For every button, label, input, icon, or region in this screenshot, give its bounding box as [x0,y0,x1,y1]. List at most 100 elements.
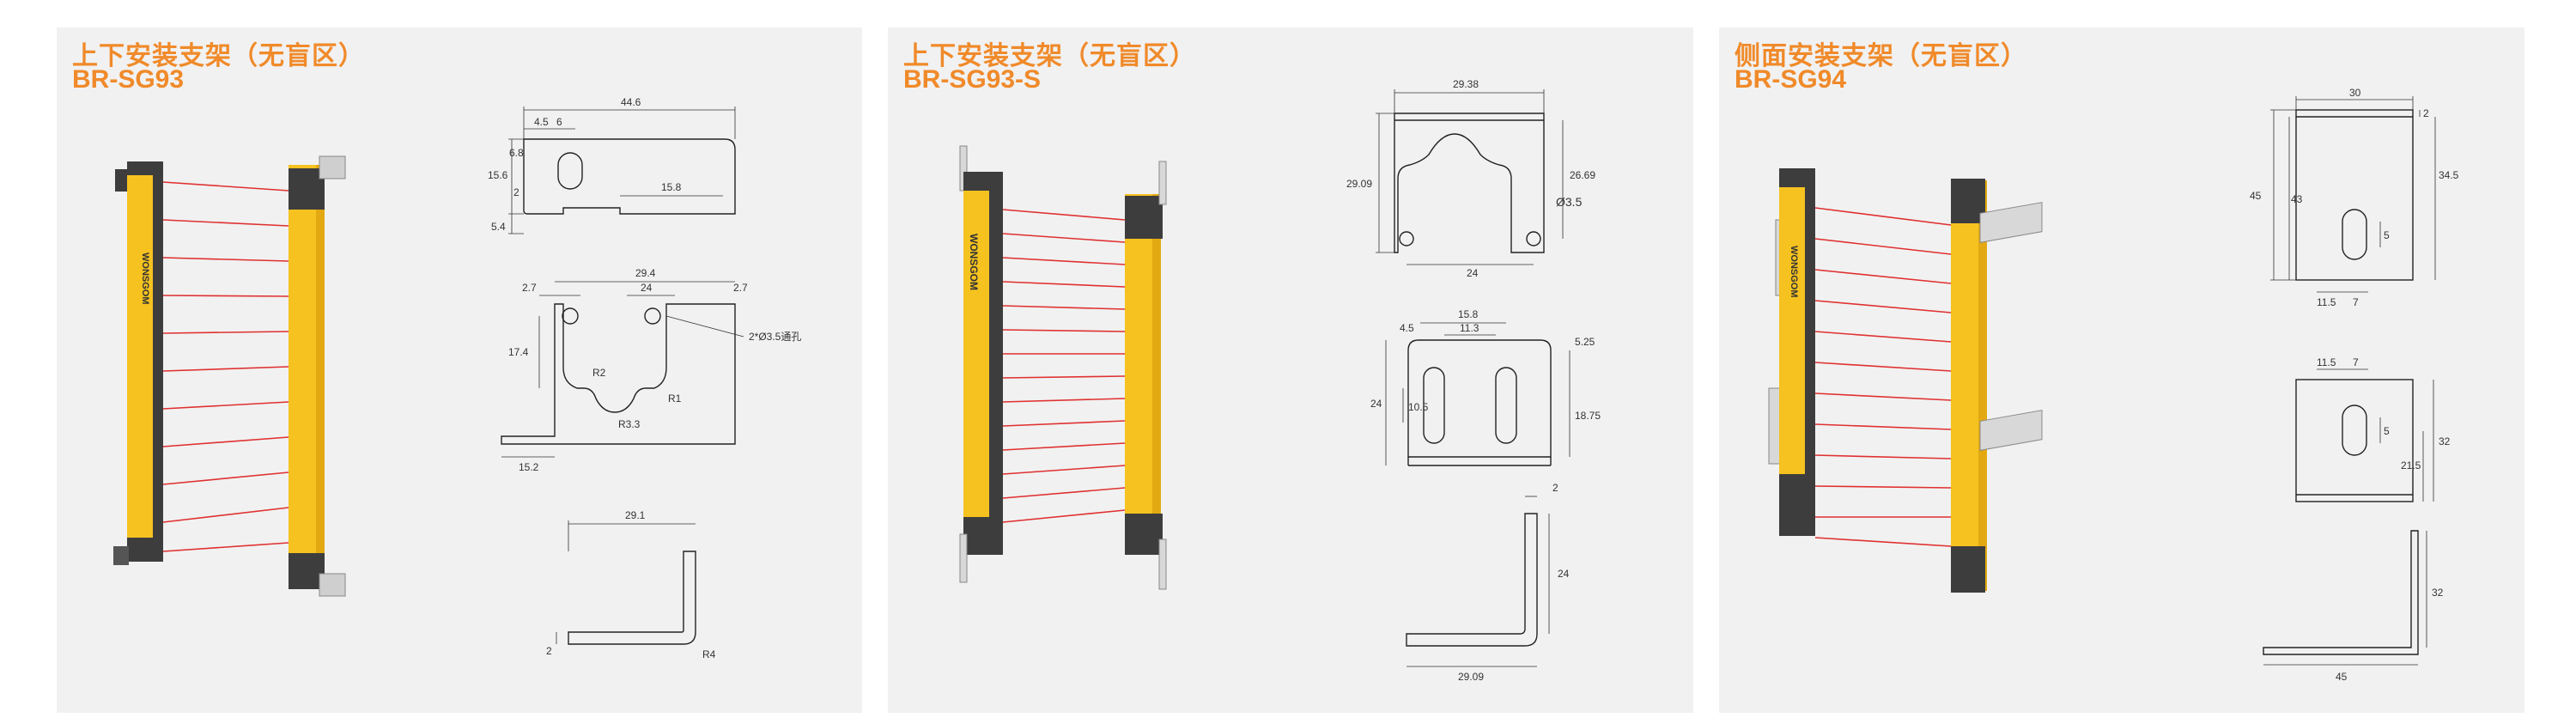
product-illustration-sg93: WONSGOM [113,155,346,597]
radius-r4: R4 [702,648,716,660]
dim-24-height: 24 [1370,398,1382,410]
mounting-hole-right [1526,231,1541,246]
panel-title: 侧面安装支架（无盲区） [1735,42,2027,70]
dim-2: 2 [513,186,519,198]
light-curtain-right [1951,180,1978,591]
dim-15-8: 15.8 [1458,308,1479,320]
dim-2-profile: 2 [546,645,552,657]
panel-br-sg94: 侧面安装支架（无盲区） BR-SG94 WONSGOM [1719,27,2524,713]
product-illustration-sg93-s: WONSGOM [959,145,1167,590]
dim-10-5: 10.5 [1408,401,1429,413]
bracket-side-view [523,138,736,215]
dim-hole-3-5: Ø3.5 [1556,195,1583,209]
dim-34-5: 34.5 [2439,169,2459,181]
bracket-back-view [2295,109,2414,281]
dim-24-top: 24 [1467,267,1479,279]
dim-29-09: 29.09 [1346,178,1372,190]
dim-11-3: 11.3 [1460,322,1479,334]
dim-29-09-profile: 29.09 [1458,671,1484,683]
top-bracket-right [1158,161,1167,205]
model-code: BR-SG93 [72,65,185,94]
drawing-sg93-s: 29.38 29.09 26.69 Ø3.5 24 15.8 4.5 11.3 … [1346,78,1601,683]
drawing-sg94: 30 2 45 43 34.5 5 11.5 7 11.5 7 5 32 21.… [2250,87,2459,683]
dim-6-8: 6.8 [509,147,524,159]
dim-32-profile: 32 [2432,587,2444,599]
dim-15-2: 15.2 [519,461,539,473]
radius-r1: R1 [668,392,682,405]
slot-left [1423,367,1445,444]
panel-title: 上下安装支架（无盲区） [72,42,365,70]
dim-32: 32 [2439,435,2451,447]
bottom-bracket-right [319,573,346,597]
dim-43: 43 [2291,193,2303,205]
dim-44-6: 44.6 [621,96,641,108]
side-bracket-right-bottom [1979,410,2043,451]
bottom-bracket-left [113,546,129,565]
brand-logo: WONSGOM [140,252,150,305]
dim-5-front: 5 [2384,425,2390,437]
slot-right [1495,367,1517,444]
bracket-l-profile [568,551,696,645]
dim-26-69: 26.69 [1570,169,1595,181]
dim-6: 6 [556,116,562,128]
dim-45: 45 [2250,190,2262,202]
dim-45-profile: 45 [2336,671,2348,683]
light-curtain-left [963,191,989,543]
side-bracket-right-top [1979,202,2043,243]
slot-hole [557,152,583,190]
panel-title: 上下安装支架（无盲区） [903,42,1196,70]
dim-29-38: 29.38 [1453,78,1479,90]
dim-15-8: 15.8 [661,181,682,193]
dim-4-5: 4.5 [1400,322,1414,334]
slot-hole-bottom [2342,405,2367,456]
mounting-hole-right [644,307,661,325]
dim-2: 2 [2423,107,2429,119]
mounting-hole-left [562,307,579,325]
dim-11-5-front: 11.5 [2317,356,2336,368]
bracket-front-view [1407,339,1552,458]
bracket-l-profile [2263,530,2419,655]
dim-2: 2 [1552,482,1558,494]
radius-r3-3: R3.3 [618,418,641,430]
dim-30: 30 [2349,87,2361,99]
panel-br-sg93-s: 上下安装支架（无盲区） BR-SG93-S WONSGOM [888,27,1693,713]
hole-note: 2*Ø3.5通孔 [749,331,801,343]
light-beams [1814,207,1952,547]
bottom-bracket-left [959,533,968,583]
slot-hole-top [2342,209,2367,260]
bracket-front-view [2295,379,2414,502]
brand-logo: WONSGOM [1789,246,1799,298]
brand-logo: WONSGOM [968,234,980,290]
model-code: BR-SG93-S [903,65,1042,94]
product-illustration-sg94: WONSGOM [1768,168,2043,593]
dim-21-5: 21.5 [2401,459,2421,472]
mounting-hole-left [1399,231,1414,246]
dim-29-4: 29.4 [635,267,656,279]
top-bracket-right [319,155,346,179]
light-beams [162,181,289,552]
dim-5-4: 5.4 [491,221,506,233]
bracket-front-view [501,303,736,445]
top-bracket-left [115,169,129,192]
model-code: BR-SG94 [1735,65,1847,94]
dim-24: 24 [641,282,653,294]
bottom-bracket-right [1158,538,1167,590]
radius-r2: R2 [592,367,606,379]
dim-15-6: 15.6 [488,169,508,181]
dim-2-7-right: 2.7 [733,282,748,294]
light-curtain-left [127,165,153,562]
light-curtain-right [289,165,316,586]
bracket-top-view [1394,113,1545,253]
dim-11-5: 11.5 [2317,296,2336,308]
bracket-l-profile [1406,513,1538,647]
dim-2-7-left: 2.7 [522,282,537,294]
drawing-sg93: 44.6 4.5 6 6.8 15.6 2 15.8 5.4 29.4 2.7 … [488,96,801,660]
light-curtain-right [1125,194,1152,550]
panel-br-sg93: 上下安装支架（无盲区） BR-SG93 WONSGOM [57,27,862,713]
dim-29-1: 29.1 [625,509,646,521]
dim-24-profile: 24 [1558,568,1570,580]
dim-4-5: 4.5 [534,116,549,128]
dim-5-25: 5.25 [1575,336,1595,348]
dim-7: 7 [2353,296,2359,308]
dim-7-front: 7 [2353,356,2359,368]
